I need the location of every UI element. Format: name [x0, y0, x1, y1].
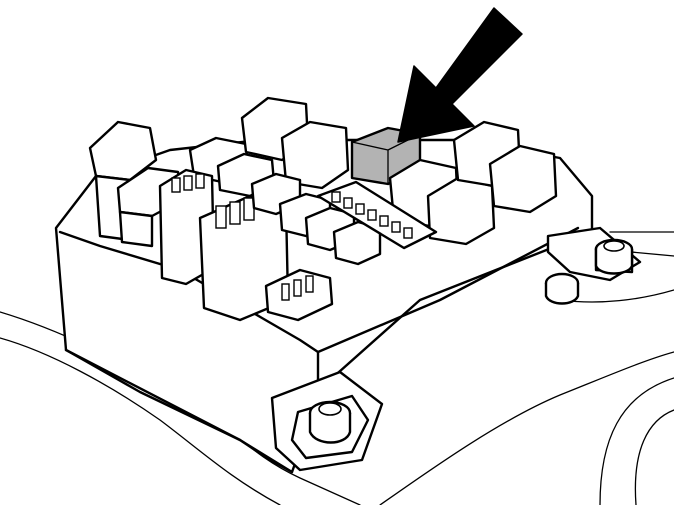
pointer-arrow: [397, 7, 523, 143]
relay-group: [88, 96, 558, 322]
mounting-bracket-right: [544, 226, 642, 305]
fuse-group: [171, 172, 438, 322]
mounting-bracket-front: [270, 370, 384, 472]
